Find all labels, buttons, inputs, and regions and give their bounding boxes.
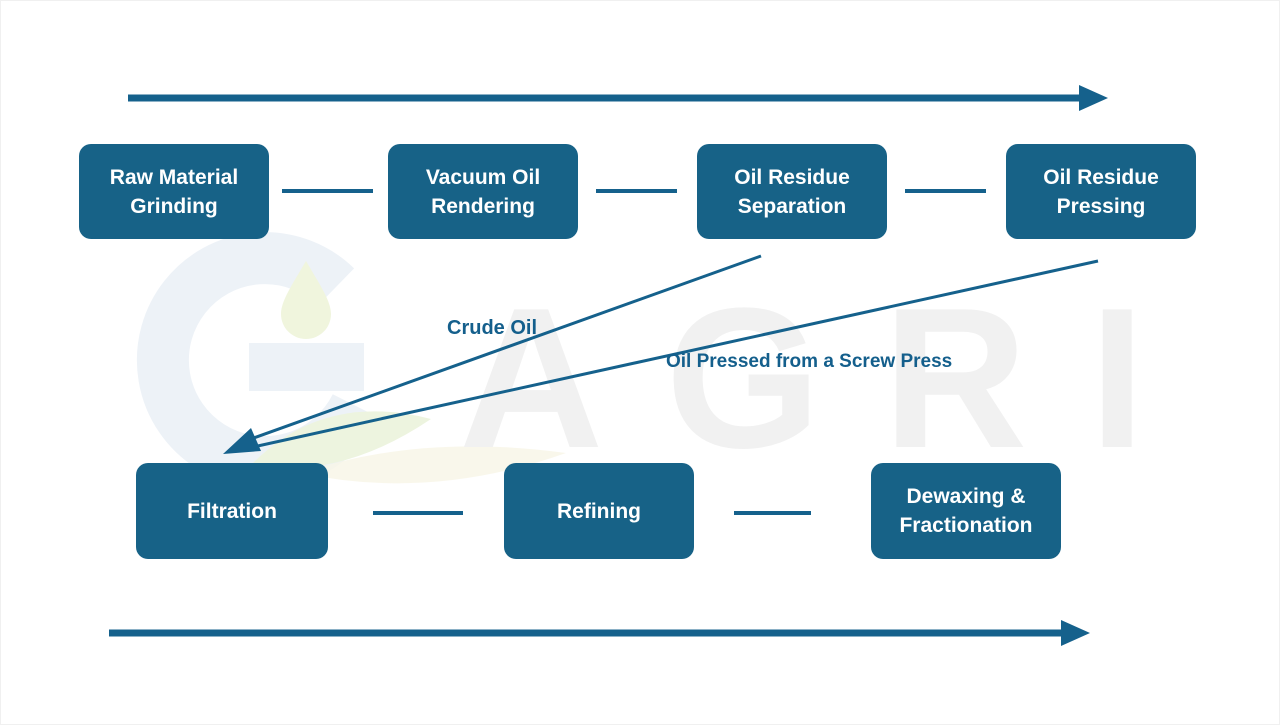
process-box-raw-material-grinding: Raw Material Grinding — [79, 144, 269, 239]
watermark-brand-text: AGRI — [459, 267, 1207, 490]
bottom-arrowhead-icon — [1061, 620, 1090, 646]
process-box-dewaxing-fractionation: Dewaxing & Fractionation — [871, 463, 1061, 559]
screw-press-line — [252, 259, 1099, 449]
screw-press-label: Oil Pressed from a Screw Press — [666, 351, 953, 372]
process-box-label: Raw Material Grinding — [109, 165, 239, 218]
process-box-label: Vacuum Oil Rendering — [425, 165, 541, 218]
process-box-oil-residue-separation: Oil Residue Separation — [697, 144, 887, 239]
crude-oil-line — [247, 254, 762, 442]
process-box-label: Filtration — [187, 499, 277, 523]
bottom-flow-arrow — [109, 620, 1090, 646]
watermark-droplet-icon — [281, 261, 331, 339]
top-flow-arrow — [128, 85, 1108, 111]
merge-arrowhead-icon — [223, 428, 261, 454]
watermark-leaf-icon — [251, 411, 431, 469]
process-box-oil-residue-pressing: Oil Residue Pressing — [1006, 144, 1196, 239]
process-box-filtration: Filtration — [136, 463, 328, 559]
crude-oil-label: Crude Oil — [447, 317, 538, 339]
watermark-leaf-swoosh-icon — [301, 446, 566, 484]
top-arrowhead-icon — [1079, 85, 1108, 111]
process-box-vacuum-oil-rendering: Vacuum Oil Rendering — [388, 144, 578, 239]
process-box-label: Oil Residue Separation — [734, 165, 850, 218]
watermark-g-crossbar-icon — [249, 343, 364, 391]
process-box-label: Dewaxing & Fractionation — [899, 485, 1033, 537]
process-box-label: Refining — [557, 499, 641, 523]
process-box-refining: Refining — [504, 463, 694, 559]
process-box-label: Oil Residue Pressing — [1043, 165, 1159, 218]
